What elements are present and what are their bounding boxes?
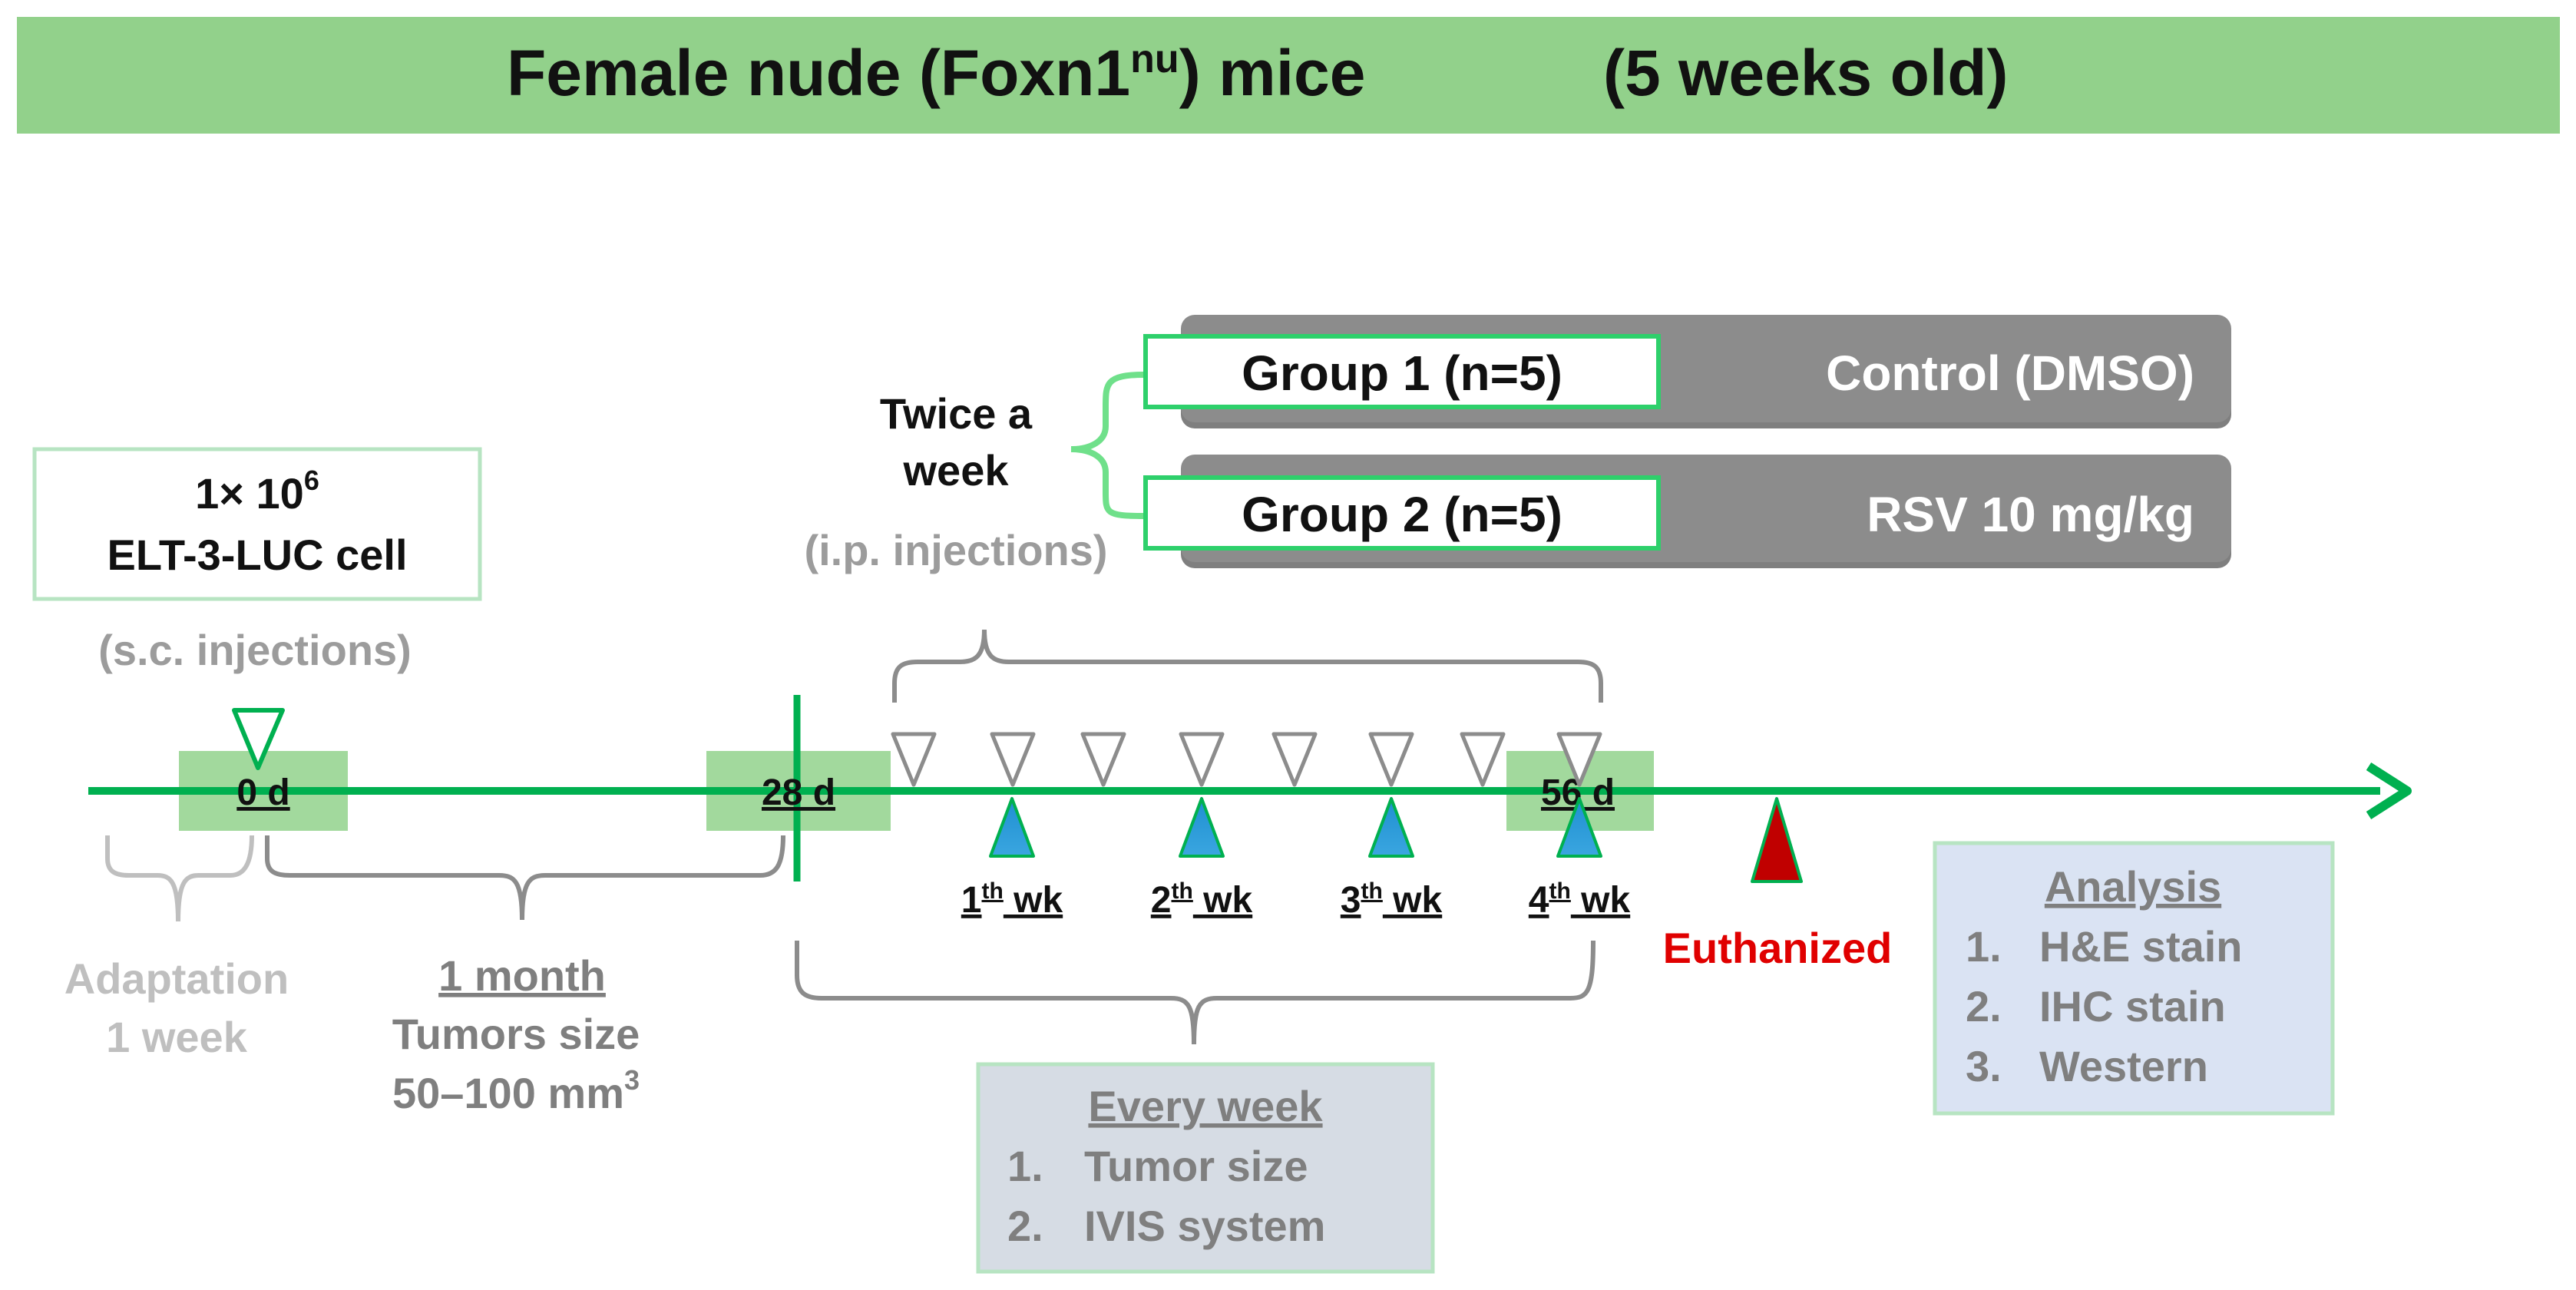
tumor-growth-brace bbox=[265, 835, 785, 921]
every-week-item-2-num: 2. bbox=[1007, 1202, 1043, 1250]
week-3-label: 3th wk bbox=[1341, 878, 1443, 921]
day-0-label: 0 d bbox=[236, 772, 289, 813]
analysis-item-3-num: 3. bbox=[1966, 1042, 2002, 1090]
week-4-marker bbox=[1556, 797, 1602, 858]
header-age: (5 weeks old) bbox=[1603, 37, 2009, 109]
analysis-title: Analysis bbox=[2045, 862, 2221, 911]
week-3-marker bbox=[1368, 797, 1414, 858]
every-week-item-1: Tumor size bbox=[1084, 1142, 1308, 1190]
ip-injection-marker bbox=[1179, 732, 1225, 787]
timeline-axis bbox=[88, 695, 2412, 882]
ip-injection-marker bbox=[1368, 732, 1414, 787]
adaptation-brace bbox=[105, 835, 254, 922]
group-1-row: Group 1 (n=5) Control (DMSO) bbox=[1143, 315, 2231, 428]
ip-injection-marker bbox=[1460, 732, 1506, 787]
analysis-item-2: IHC stain bbox=[2039, 982, 2226, 1030]
sc-injection-label: (s.c. injections) bbox=[98, 626, 412, 674]
frequency-line1: Twice a bbox=[880, 389, 1033, 438]
day-28-label: 28 d bbox=[762, 772, 835, 813]
header-banner: Female nude (Foxn1nu) mice (5 weeks old) bbox=[17, 17, 2560, 134]
ip-injection-marker bbox=[891, 732, 937, 787]
ip-injection-marker bbox=[990, 732, 1036, 787]
ip-injection-marker bbox=[1271, 732, 1318, 787]
cell-dose: 1× 106 bbox=[195, 465, 319, 518]
every-week-brace bbox=[795, 940, 1596, 1045]
frequency-line2: week bbox=[903, 446, 1010, 495]
analysis-item-3: Western bbox=[2039, 1042, 2208, 1090]
ip-injection-markers bbox=[891, 732, 1602, 787]
analysis-item-1: H&E stain bbox=[2039, 922, 2243, 971]
week-1-marker bbox=[989, 797, 1035, 858]
group-2-treatment: RSV 10 mg/kg bbox=[1867, 487, 2194, 542]
tumor-growth-line3: 50–100 mm3 bbox=[392, 1064, 640, 1117]
week-4-label: 4th wk bbox=[1529, 878, 1631, 921]
group-1-name: Group 1 (n=5) bbox=[1242, 346, 1562, 401]
group-2-row: Group 2 (n=5) RSV 10 mg/kg bbox=[1143, 455, 2231, 568]
week-2-label: 2th wk bbox=[1151, 878, 1253, 921]
analysis-item-2-num: 2. bbox=[1966, 982, 2002, 1030]
every-week-title: Every week bbox=[1088, 1082, 1323, 1130]
week-markers bbox=[989, 797, 1602, 858]
ip-injection-marker bbox=[1556, 732, 1602, 787]
every-week-item-1-num: 1. bbox=[1007, 1142, 1043, 1190]
every-week-item-2: IVIS system bbox=[1084, 1202, 1325, 1250]
euthanized-label: Euthanized bbox=[1663, 924, 1893, 972]
analysis-item-1-num: 1. bbox=[1966, 922, 2002, 971]
tumor-growth-line1: 1 month bbox=[438, 951, 606, 1000]
every-week-box: Every week 1. Tumor size 2. IVIS system bbox=[976, 1062, 1435, 1274]
euthanized-marker bbox=[1751, 797, 1803, 883]
ip-injection-marker bbox=[1080, 732, 1126, 787]
header-title: Female nude (Foxn1nu) mice bbox=[507, 37, 1365, 109]
adaptation-line2: 1 week bbox=[106, 1013, 248, 1061]
group-1-treatment: Control (DMSO) bbox=[1826, 346, 2194, 401]
group-brace bbox=[1070, 372, 1145, 519]
adaptation-line1: Adaptation bbox=[64, 954, 289, 1003]
injection-period-brace bbox=[892, 629, 1603, 703]
tumor-growth-line2: Tumors size bbox=[392, 1010, 640, 1058]
ip-injection-label: (i.p. injections) bbox=[804, 526, 1107, 574]
sc-injection-marker bbox=[232, 708, 285, 770]
week-2-marker bbox=[1179, 797, 1225, 858]
group-2-name: Group 2 (n=5) bbox=[1242, 487, 1562, 542]
cell-line: ELT-3-LUC cell bbox=[107, 531, 407, 579]
analysis-box: Analysis 1. H&E stain 2. IHC stain 3. We… bbox=[1933, 841, 2335, 1116]
cell-injection-box: 1× 106 ELT-3-LUC cell bbox=[32, 447, 482, 601]
week-1-label: 1th wk bbox=[961, 878, 1063, 921]
